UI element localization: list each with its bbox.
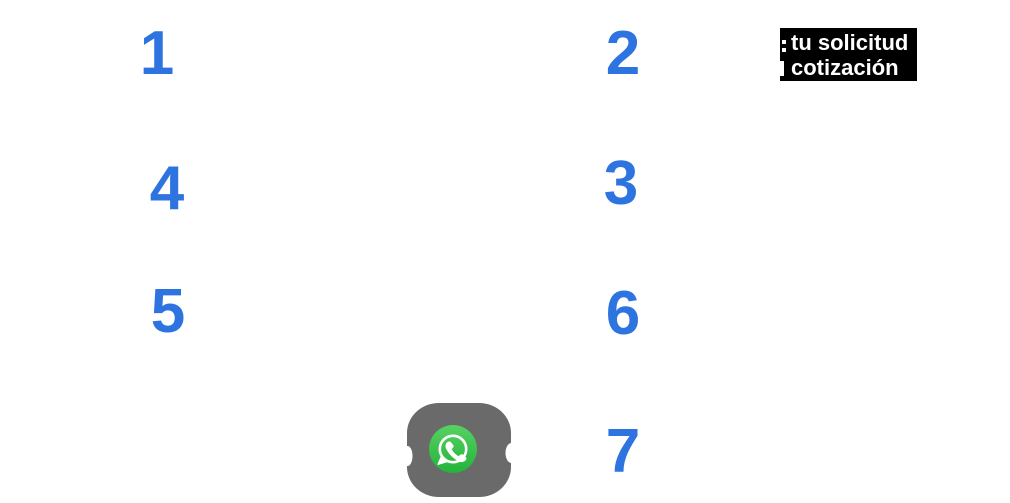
clipped-text-fragment xyxy=(782,40,786,44)
highlight-line-2: cotización xyxy=(791,55,899,80)
step-number-6: 6 xyxy=(605,279,641,348)
highlight-line-1: tu solicitud xyxy=(791,30,909,55)
clipped-text-fragment xyxy=(782,48,786,52)
step-number-1: 1 xyxy=(139,19,175,88)
step-number-4: 4 xyxy=(149,154,185,223)
whatsapp-icon xyxy=(402,403,518,497)
step-number-5: 5 xyxy=(150,277,186,346)
highlight-text-box: tu solicitud cotización xyxy=(780,28,917,81)
step-number-7: 7 xyxy=(605,417,641,486)
whatsapp-app-icon[interactable] xyxy=(402,403,518,497)
clipped-text-fragment xyxy=(780,61,784,76)
whatsapp-green-circle xyxy=(429,425,477,473)
step-number-3: 3 xyxy=(603,149,639,218)
step-number-2: 2 xyxy=(605,19,641,88)
